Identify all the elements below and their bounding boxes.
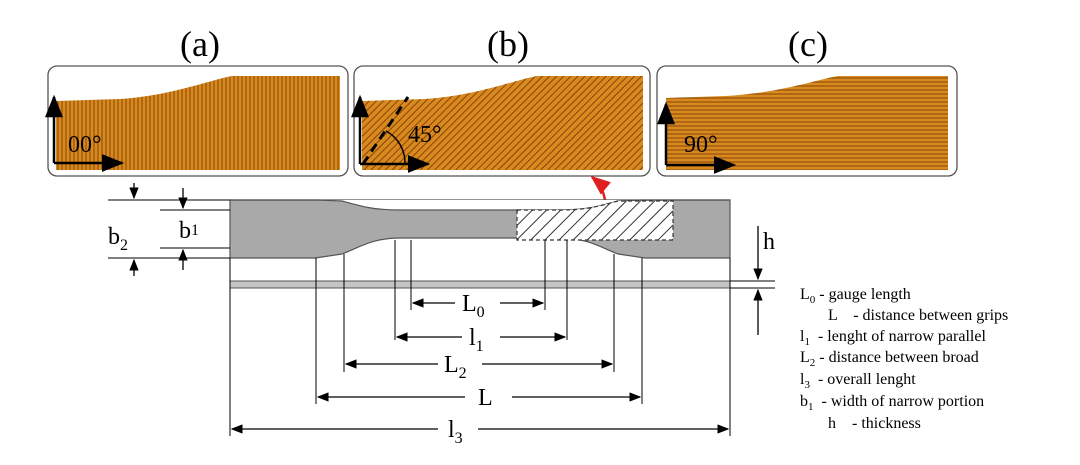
legend-item-b1: b1 - width of narrow portion xyxy=(800,393,984,413)
label-L2: L2 xyxy=(444,352,467,382)
panel-label-c: (c) xyxy=(788,24,828,64)
panel-a: 00° xyxy=(45,65,349,177)
extension-lines xyxy=(108,199,775,436)
specimen-top-view xyxy=(229,199,731,259)
label-h: h xyxy=(763,229,775,255)
legend-item-L: L - distance between grips xyxy=(800,307,1028,324)
label-l3: l3 xyxy=(448,417,463,447)
label-L: L xyxy=(478,385,493,411)
panel-b: 45° xyxy=(351,65,651,177)
label-b2: b2 xyxy=(108,224,128,254)
angle-label-45: 45° xyxy=(408,122,442,148)
panel-label-b: (b) xyxy=(487,24,529,64)
label-l1: l1 xyxy=(469,325,484,355)
fiber-region-0deg xyxy=(56,76,340,170)
legend-item-L2: L2 - distance between broad xyxy=(800,349,979,369)
legend: L0 - gauge length L - distance between g… xyxy=(800,286,1028,432)
label-L0: L0 xyxy=(462,291,485,321)
fiber-region-45deg xyxy=(362,76,643,170)
panel-c: 90° xyxy=(656,65,958,177)
dimension-arrows xyxy=(129,183,763,434)
fiber-region-90deg xyxy=(666,76,948,170)
panel-label-a: (a) xyxy=(180,24,220,64)
angle-label-90: 90° xyxy=(684,132,718,158)
hatched-sample-region xyxy=(516,200,674,241)
legend-item-l1: l1 - lenght of narrow parallel xyxy=(800,328,986,348)
label-b1: b1 xyxy=(179,218,199,244)
legend-item-L0: L0 - gauge length xyxy=(800,286,911,306)
legend-item-h: h - thickness xyxy=(800,415,941,432)
specimen-side-view xyxy=(229,280,731,289)
legend-item-l3: l3 - overall lenght xyxy=(800,371,916,391)
angle-label-0: 00° xyxy=(68,132,102,158)
